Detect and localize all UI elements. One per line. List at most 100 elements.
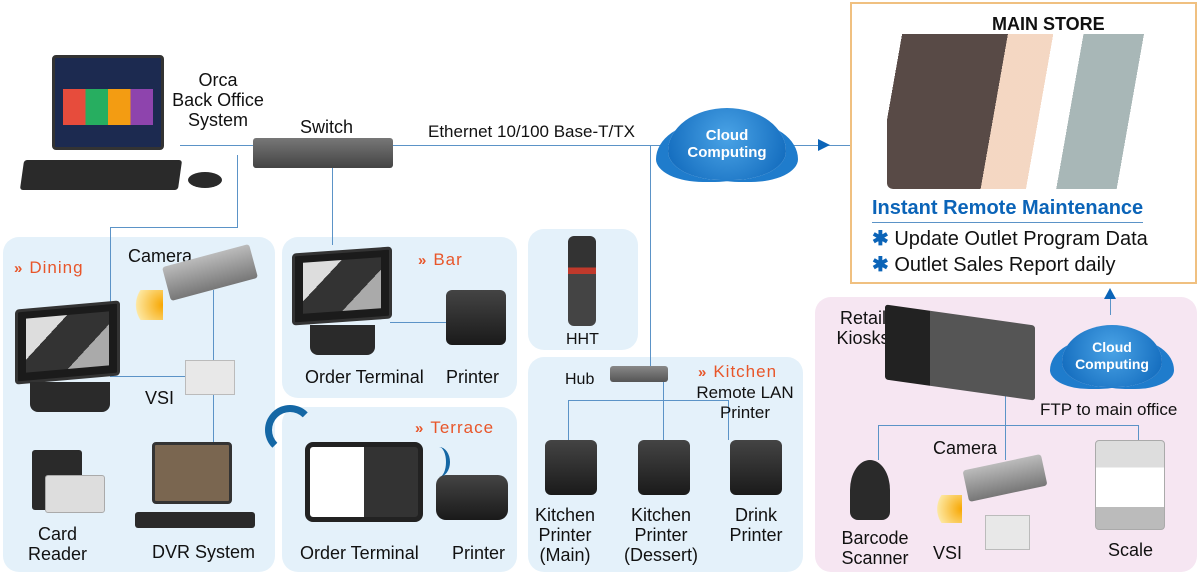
- cloud-label: Computing: [1075, 356, 1149, 372]
- kitchen-dessert-printer-label: Kitchen Printer (Dessert): [620, 505, 702, 565]
- maintenance-heading: Instant Remote Maintenance: [872, 197, 1144, 223]
- retail-bus-line: [878, 425, 1138, 426]
- bar-link-line: [332, 165, 333, 245]
- ftp-label: FTP to main office: [1040, 400, 1178, 419]
- scale-label: Scale: [1108, 540, 1154, 560]
- retail-up-line: [1110, 290, 1111, 315]
- label-line: Kiosks: [836, 328, 890, 348]
- zone-name: Terrace: [430, 418, 495, 437]
- retail-camera-label: Camera: [933, 438, 998, 458]
- ethernet-line: [180, 145, 670, 146]
- label-line: Barcode: [841, 528, 909, 548]
- kitchen-main-printer-icon: [545, 440, 597, 495]
- terminal-stand: [310, 325, 375, 355]
- label-line: Reader: [27, 544, 88, 564]
- retail-vsi-label: VSI: [933, 543, 963, 563]
- hht-device-icon: [568, 236, 596, 326]
- cloud-label: Computing: [687, 144, 767, 161]
- retail-drop-1: [878, 425, 879, 460]
- switch-label: Switch: [300, 117, 354, 137]
- hht-label: HHT: [566, 331, 599, 348]
- label-line: System: [187, 110, 248, 130]
- vsi-device: [185, 360, 235, 395]
- back-office-monitor: [52, 55, 164, 150]
- terrace-mobile-printer-icon: [436, 475, 508, 520]
- bullet-item: »✱ Update Outlet Program Data: [872, 226, 1148, 252]
- chevrons-icon: »: [698, 364, 708, 381]
- hub-label: Hub: [565, 371, 595, 388]
- drink-printer-icon: [730, 440, 782, 495]
- terrace-zone-label: »Terrace: [415, 418, 494, 438]
- scale-icon: [1095, 440, 1165, 530]
- bullet-item: ✱ Outlet Sales Report daily: [872, 252, 1148, 278]
- label-line: Orca: [198, 70, 238, 90]
- bar-printer-label: Printer: [446, 367, 500, 387]
- remote-lan-printer-label: Remote LAN Printer: [690, 383, 800, 423]
- kitchen-dessert-printer-icon: [638, 440, 690, 495]
- hub-drop-2: [663, 380, 664, 440]
- terrace-terminal-label: Order Terminal: [300, 543, 419, 563]
- label-line: Printer: [729, 525, 783, 545]
- terrace-tablet: [305, 442, 423, 522]
- arrow-right-icon: [818, 139, 830, 151]
- dvr-label: DVR System: [152, 542, 256, 562]
- camera-label: Camera: [128, 246, 193, 266]
- asterisk-icon: ✱: [872, 254, 889, 276]
- label-line: Kitchen: [534, 505, 596, 525]
- hub-drop-1: [568, 400, 569, 440]
- hub-drop-3: [728, 400, 729, 440]
- label-line: Drink: [734, 505, 777, 525]
- zone-name: Bar: [433, 250, 463, 269]
- retail-kiosks-label: Retail Kiosks: [828, 308, 898, 348]
- wifi-icon: [265, 405, 315, 455]
- back-office-label: Orca Back Office System: [168, 70, 268, 130]
- network-switch: [253, 138, 393, 168]
- label-line: Printer: [538, 525, 592, 545]
- retail-drop-3: [1138, 425, 1139, 445]
- label-line: (Main): [539, 545, 591, 565]
- bar-printer-line: [390, 322, 450, 323]
- bar-printer-icon: [446, 290, 506, 345]
- dining-link-line-h: [110, 227, 238, 228]
- cloud-label: Cloud: [705, 127, 749, 144]
- retail-drop-2: [1005, 380, 1006, 460]
- network-label: Ethernet 10/100 Base-T/TX: [428, 122, 635, 141]
- dining-drop-line: [110, 227, 111, 307]
- label-line: Retail: [839, 308, 887, 328]
- terminal-vsi-line: [110, 376, 185, 377]
- label-line: (Dessert): [623, 545, 698, 565]
- hub-device: [610, 366, 668, 382]
- label-line: Back Office: [172, 90, 264, 110]
- bar-terminal-label: Order Terminal: [305, 367, 424, 387]
- bullet-list: »✱ Update Outlet Program Data ✱ Outlet S…: [872, 226, 1148, 278]
- dining-order-terminal: [15, 300, 120, 385]
- chevrons-icon: »: [418, 252, 428, 269]
- terrace-printer-label: Printer: [452, 543, 506, 563]
- wireless-signal-icon: [428, 447, 450, 477]
- drink-printer-label: Drink Printer: [720, 505, 792, 545]
- back-office-keyboard: [19, 160, 183, 190]
- terminal-stand: [30, 382, 110, 412]
- asterisk-icon: ✱: [872, 228, 889, 250]
- member-card: [45, 475, 105, 513]
- cloud-label: Cloud: [1092, 339, 1132, 355]
- dvr-keyboard: [135, 512, 255, 528]
- dvr-monitor: [152, 442, 232, 504]
- bullet-text: Update Outlet Program Data: [894, 228, 1148, 250]
- kitchen-main-printer-label: Kitchen Printer (Main): [530, 505, 600, 565]
- bar-order-terminal: [292, 246, 392, 326]
- vsi-label: VSI: [145, 388, 175, 408]
- dining-link-line: [237, 155, 238, 227]
- zone-name: Kitchen: [713, 362, 778, 381]
- hub-line: [568, 400, 728, 401]
- bar-zone-label: » Bar: [418, 250, 463, 270]
- label-line: Printer: [719, 403, 771, 422]
- main-store-title: MAIN STORE: [992, 14, 1105, 34]
- retail-vsi-device: [985, 515, 1030, 550]
- label-line: Printer: [634, 525, 688, 545]
- bullet-text: Outlet Sales Report daily: [894, 254, 1116, 276]
- zone-name: Dining: [29, 258, 84, 277]
- label-line: Kitchen: [630, 505, 692, 525]
- operator-photo: [887, 34, 1162, 189]
- barcode-scanner-icon: [850, 460, 890, 520]
